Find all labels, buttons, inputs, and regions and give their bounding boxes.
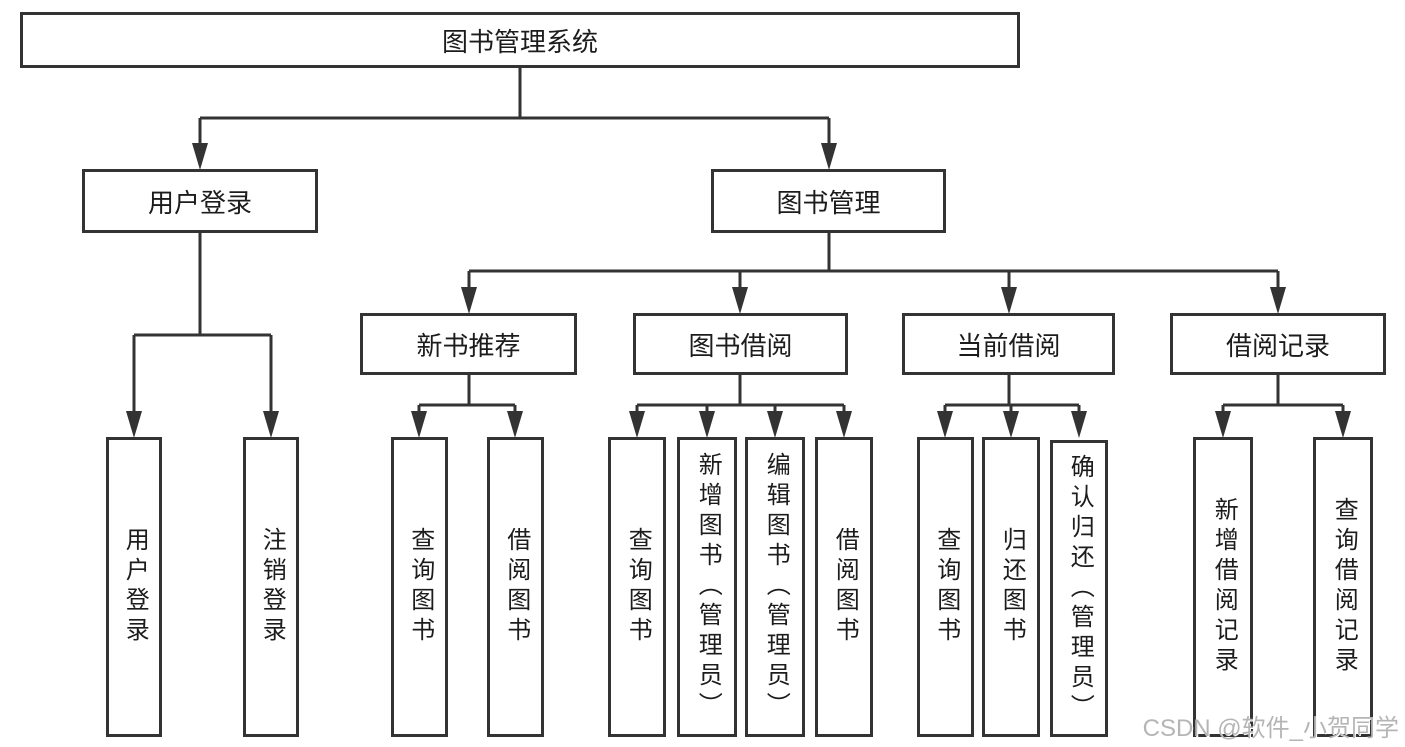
arrowhead-icon [1335, 411, 1351, 438]
arrowhead-icon [821, 143, 837, 170]
leaf-current-return-books: 归还图书 [982, 437, 1040, 737]
leaf-label: 新增借阅记录 [1210, 497, 1238, 677]
node-label: 图书管理 [776, 187, 881, 218]
leaf-user-login: 用户登录 [106, 437, 162, 737]
leaf-record-add-borrow-record: 新增借阅记录 [1193, 437, 1253, 737]
node-new-book-recommendation: 新书推荐 [360, 313, 577, 375]
arrowhead-icon [507, 411, 523, 438]
leaf-current-confirm-return-admin: 确认归还（管理员） [1050, 440, 1108, 737]
arrowhead-icon [263, 411, 279, 438]
node-label: 图书管理系统 [441, 26, 598, 57]
leaf-label: 查询图书 [406, 527, 434, 647]
leaf-record-query-borrow-record: 查询借阅记录 [1313, 437, 1373, 737]
leaf-label: 查询图书 [624, 527, 652, 647]
arrowhead-icon [629, 411, 645, 438]
leaf-label: 用户登录 [121, 527, 149, 647]
leaf-label: 查询借阅记录 [1330, 497, 1358, 677]
leaf-borrow-borrow-books: 借阅图书 [815, 437, 873, 737]
arrowhead-icon [1270, 287, 1286, 314]
arrowhead-icon [1215, 411, 1231, 438]
node-label: 用户登录 [147, 187, 252, 218]
arrowhead-icon [937, 411, 953, 438]
leaf-label: 归还图书 [998, 527, 1026, 647]
node-label: 当前借阅 [956, 330, 1061, 361]
leaf-borrow-edit-books-admin: 编辑图书（管理员） [745, 437, 805, 737]
leaf-label: 借阅图书 [502, 527, 530, 647]
arrowhead-icon [767, 411, 783, 438]
leaf-borrow-add-books-admin: 新增图书（管理员） [677, 437, 737, 737]
leaf-newbook-borrow-books: 借阅图书 [487, 437, 544, 737]
leaf-borrow-query-books: 查询图书 [608, 437, 666, 737]
arrowhead-icon [732, 287, 748, 314]
node-borrowing-records: 借阅记录 [1170, 313, 1386, 375]
arrowhead-icon [1003, 411, 1019, 438]
node-label: 借阅记录 [1225, 330, 1330, 361]
node-user-login: 用户登录 [82, 169, 318, 233]
leaf-label: 查询图书 [932, 527, 960, 647]
leaf-current-query-books: 查询图书 [917, 437, 974, 737]
node-label: 新书推荐 [416, 330, 521, 361]
node-library-management-system: 图书管理系统 [20, 12, 1020, 68]
arrowhead-icon [126, 411, 142, 438]
node-book-management: 图书管理 [711, 169, 946, 233]
leaf-label: 编辑图书（管理员） [762, 452, 790, 722]
leaf-label: 注销登录 [258, 527, 286, 647]
leaf-label: 确认归还（管理员） [1066, 453, 1094, 724]
arrowhead-icon [836, 411, 852, 438]
leaf-newbook-query-books: 查询图书 [391, 437, 448, 737]
node-book-borrowing: 图书借阅 [633, 313, 848, 375]
arrowhead-icon [1071, 411, 1087, 438]
csdn-watermark: CSDN @软件_小贺同学 [1142, 715, 1399, 742]
leaf-label: 新增图书（管理员） [694, 452, 722, 722]
leaf-logout: 注销登录 [243, 437, 299, 737]
node-current-borrowing: 当前借阅 [902, 313, 1115, 375]
arrowhead-icon [411, 411, 427, 438]
node-label: 图书借阅 [688, 330, 793, 361]
arrowhead-icon [1001, 287, 1017, 314]
arrowhead-icon [461, 287, 477, 314]
arrowhead-icon [192, 143, 208, 170]
arrowhead-icon [699, 411, 715, 438]
leaf-label: 借阅图书 [831, 527, 859, 647]
